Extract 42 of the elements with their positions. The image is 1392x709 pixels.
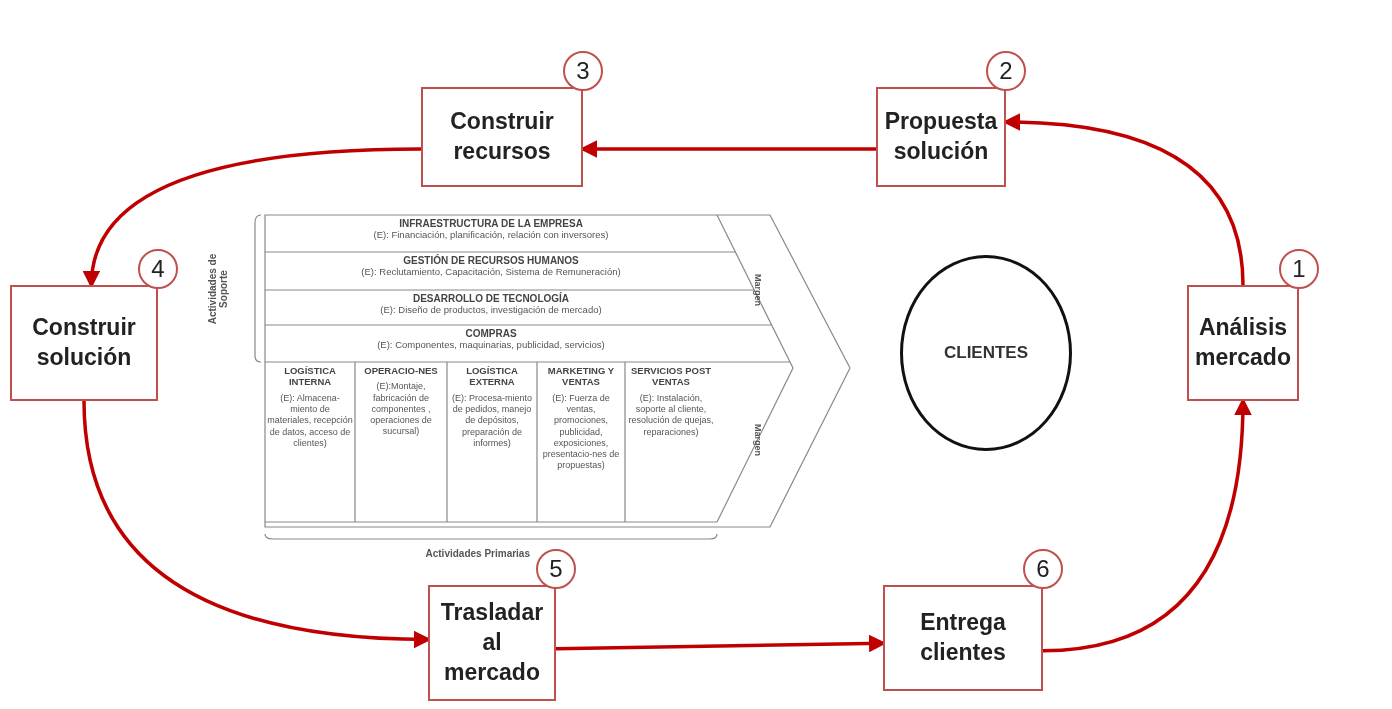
activity-examples: (E): Reclutamiento, Capacitación, Sistema de Remuneración) xyxy=(360,266,622,277)
step-label: Entrega clientes xyxy=(919,608,1007,667)
activity-heading: SERVICIOS POST VENTAS xyxy=(629,365,713,388)
node-label: CLIENTES xyxy=(943,343,1029,363)
process-box xyxy=(1187,285,1299,401)
activity-heading: LOGÍSTICA EXTERNA xyxy=(465,365,519,388)
activity-examples: (E): Instalación, soporte al cliente, resolución de quejas, reparaciones) xyxy=(627,392,715,438)
activity-heading: LOGÍSTICA INTERNA xyxy=(283,365,337,388)
process-box xyxy=(883,585,1043,691)
step-label: Construir solución xyxy=(31,313,137,372)
activity-examples: (E): Procesa-miento de pedidos, manejo de depósitos, preparación de informes) xyxy=(451,392,533,450)
activity-examples: (E): Almacena-miento de materiales, recepción de datos, acceso de clientes) xyxy=(266,392,354,450)
process-box xyxy=(876,87,1006,187)
step-label: Propuesta solución xyxy=(883,107,999,166)
step-label: Construir recursos xyxy=(449,107,555,166)
activity-heading: COMPRAS xyxy=(464,328,518,339)
step-number-badge: 5 xyxy=(536,549,576,589)
step-number-badge: 1 xyxy=(1279,249,1319,289)
activity-heading: OPERACIO-NES xyxy=(363,365,439,377)
axis-label: Margen xyxy=(753,274,763,306)
axis-label: Actividades Primarias xyxy=(425,547,530,559)
activity-examples: (E): Diseño de productos, investigación de mercado) xyxy=(379,304,603,315)
axis-label: Margen xyxy=(753,424,763,456)
step-number-badge: 6 xyxy=(1023,549,1063,589)
activity-examples: (E): Componentes, maquinarias, publicidad, servicios) xyxy=(376,339,606,350)
activity-examples: (E):Montaje, fabricación de componentes , operaciones de sucursal) xyxy=(369,381,433,438)
step-label: Trasladar al mercado xyxy=(439,598,545,687)
process-box xyxy=(428,585,556,701)
activity-examples: (E): Financiación, planificación, relación con inversores) xyxy=(372,229,610,240)
step-number-badge: 3 xyxy=(563,51,603,91)
process-box xyxy=(421,87,583,187)
activity-examples: (E): Fuerza de ventas, promociones, publicidad, exposiciones, presentacio-nes de propuestas) xyxy=(541,392,621,472)
activity-heading: DESARROLLO DE TECNOLOGÍA xyxy=(411,293,571,304)
activity-heading: INFRAESTRUCTURA DE LA EMPRESA xyxy=(398,218,584,229)
step-number-badge: 4 xyxy=(138,249,178,289)
clients-ellipse xyxy=(900,255,1072,451)
activity-heading: GESTIÓN DE RECURSOS HUMANOS xyxy=(402,255,580,266)
axis-label: Actividades de Soporte xyxy=(207,252,229,327)
activity-heading: MARKETING Y VENTAS xyxy=(546,365,616,388)
step-number-badge: 2 xyxy=(986,51,1026,91)
process-box xyxy=(10,285,158,401)
step-label: Análisis mercado xyxy=(1194,313,1292,372)
